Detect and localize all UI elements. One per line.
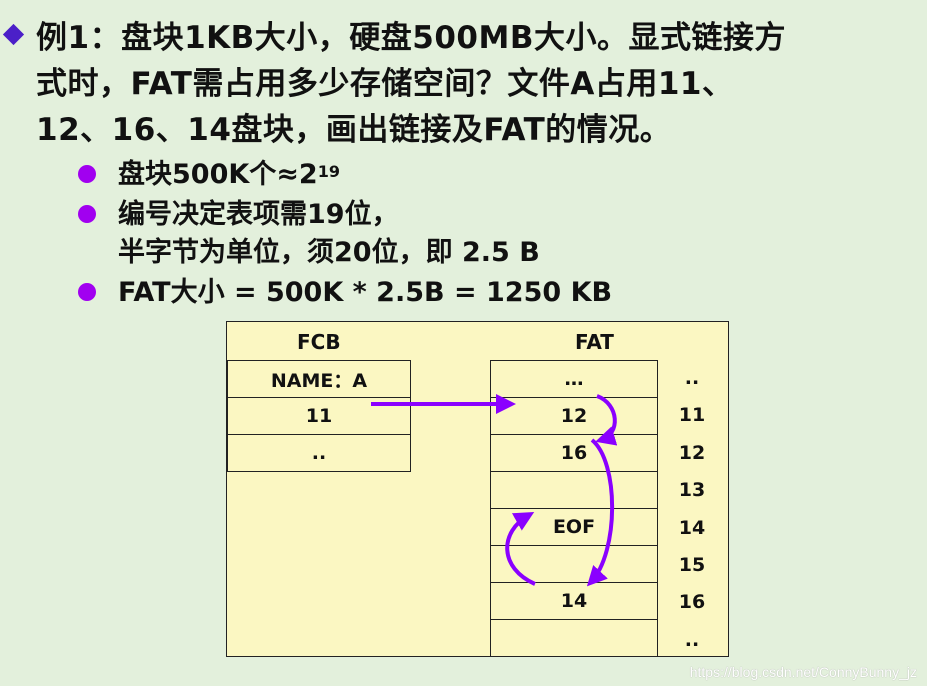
fat-cell: 16: [490, 434, 658, 472]
fat-index: 15: [678, 553, 706, 576]
fat-cell: …: [490, 360, 658, 398]
fat-index: 14: [678, 516, 706, 539]
fat-index: 13: [678, 479, 706, 502]
question-line-1: 例1：盘块1KB大小，硬盘500MB大小。显式链接方: [36, 20, 786, 56]
fat-diagram: FCB FAT NAME：A 11 .. … 12 16 EOF 14 .. 1…: [226, 321, 729, 657]
bullet-block-count-text: 盘块500K个≈2: [118, 159, 318, 190]
bullet-entry-line-2: 半字节为单位，须20位，即 2.5 B: [118, 237, 540, 268]
fat-table: … 12 16 EOF 14: [490, 360, 658, 657]
bullet-dot-icon: [78, 283, 96, 301]
bullet-dot-icon: [78, 205, 96, 223]
fat-index-column: .. 11 12 13 14 15 16 ..: [667, 360, 717, 659]
fat-cell: [490, 619, 658, 657]
fat-index: 16: [678, 591, 706, 614]
fcb-cell: 11: [227, 397, 411, 435]
fat-index: ..: [684, 367, 700, 389]
question-line-3: 12、16、14盘块，画出链接及FAT的情况。: [36, 112, 672, 148]
fcb-cell: ..: [227, 434, 411, 472]
fat-index: ..: [684, 628, 700, 651]
fat-cell: 12: [490, 397, 658, 435]
bullet-block-count: 盘块500K个≈219: [78, 156, 612, 194]
fat-cell: [490, 545, 658, 583]
bullet-fat-size-text: FAT大小 = 500K * 2.5B = 1250 KB: [118, 277, 613, 308]
fcb-table: NAME：A 11 ..: [227, 360, 411, 472]
fat-index: 12: [678, 441, 706, 464]
bullet-fat-size: FAT大小 = 500K * 2.5B = 1250 KB: [78, 274, 612, 312]
exponent: 19: [317, 162, 340, 181]
diamond-bullet-icon: [2, 23, 25, 46]
bullet-entry-line-1: 编号决定表项需19位，: [118, 199, 399, 230]
bullet-text: 盘块500K个≈219: [118, 156, 612, 194]
fat-cell: [490, 471, 658, 509]
watermark: https://blog.csdn.net/ConnyBunny_jz: [689, 664, 917, 680]
question-line-2: 式时，FAT需占用多少存储空间？文件A占用11、: [36, 66, 734, 102]
fcb-cell: NAME：A: [227, 360, 411, 398]
fat-header: FAT: [575, 330, 614, 354]
fat-cell: EOF: [490, 508, 658, 546]
bullet-entry-size: 编号决定表项需19位， 半字节为单位，须20位，即 2.5 B: [78, 196, 612, 272]
fat-index: 11: [678, 404, 706, 427]
answer-bullets: 盘块500K个≈219 编号决定表项需19位， 半字节为单位，须20位，即 2.…: [78, 156, 612, 312]
bullet-dot-icon: [78, 165, 96, 183]
fat-cell: 14: [490, 582, 658, 620]
fcb-header: FCB: [297, 330, 341, 354]
